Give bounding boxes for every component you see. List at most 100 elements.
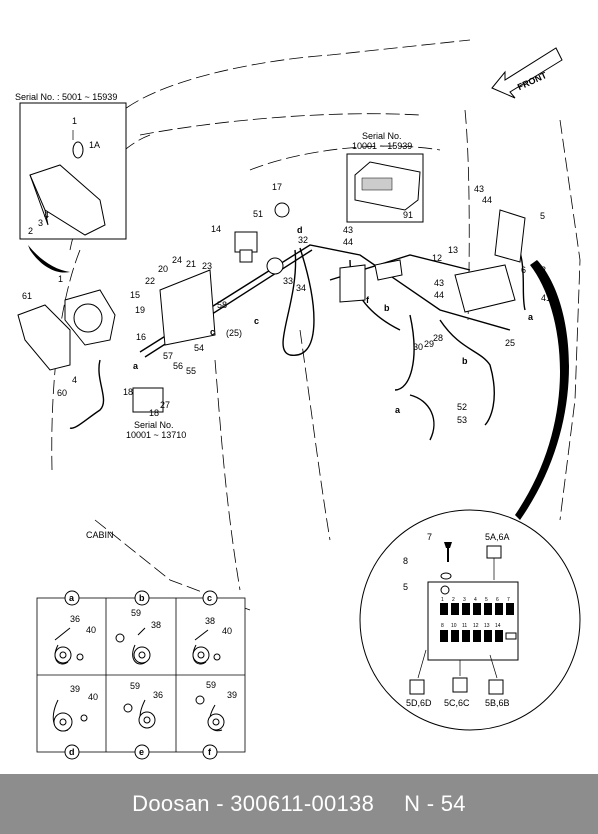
callout: 60 xyxy=(57,388,67,398)
callout: 30 xyxy=(413,342,423,352)
grid-part: 38 xyxy=(205,616,215,626)
view-marker: f xyxy=(366,295,370,305)
callout: 41 xyxy=(541,293,551,303)
view-marker: a xyxy=(395,405,401,415)
fuse-number: 6 xyxy=(496,597,499,603)
fuse-number: 3 xyxy=(463,597,466,603)
callout-arc-fuse xyxy=(515,260,570,520)
radio-part: 91 xyxy=(403,210,413,220)
fuse-number: 7 xyxy=(507,597,510,603)
view-marker: d xyxy=(297,225,303,235)
grid-marker-a: a xyxy=(69,593,75,603)
fuse-callout-7: 7 xyxy=(427,532,432,542)
fuse-bottom-label: 5C,6C xyxy=(444,698,470,708)
fuse-number: 14 xyxy=(495,623,501,629)
grid-marker-b: b xyxy=(139,593,145,603)
fuse-callout-5: 5 xyxy=(403,582,408,592)
inset-18-part-a: 27 xyxy=(160,400,170,410)
fuse-number: 8 xyxy=(441,623,444,629)
view-marker: b xyxy=(462,356,468,366)
parts-diagram: Serial No. : 5001 ~ 15939 1 1A 4 3 2 Ser… xyxy=(15,39,581,760)
grid-part: 40 xyxy=(86,625,96,635)
grid-marker-e: e xyxy=(139,747,144,757)
callout: 53 xyxy=(457,415,467,425)
callout: 15 xyxy=(130,290,140,300)
grid-part: 40 xyxy=(88,692,98,702)
lamp-part-4: 4 xyxy=(44,210,49,220)
view-marker: b xyxy=(384,303,390,313)
page-footer: Doosan - 300611-00138 N - 54 xyxy=(0,774,598,834)
fuse-bottom-label: 5B,6B xyxy=(485,698,510,708)
callout: 32 xyxy=(298,235,308,245)
inset-18-serial-1: Serial No. xyxy=(134,420,174,430)
view-marker: c xyxy=(254,316,259,326)
grid-part: 36 xyxy=(70,614,80,624)
callout: 29 xyxy=(424,339,434,349)
view-marker: c xyxy=(210,327,215,337)
view-marker: a xyxy=(133,361,139,371)
grid-part: 59 xyxy=(206,680,216,690)
callout: 58 xyxy=(217,300,227,310)
grid-part: 59 xyxy=(130,681,140,691)
grid-marker-c: c xyxy=(207,593,212,603)
callout: 61 xyxy=(22,291,32,301)
callout: 51 xyxy=(253,209,263,219)
fuse-number: 4 xyxy=(474,597,477,603)
grid-marker-f: f xyxy=(208,747,212,757)
callout: 57 xyxy=(163,351,173,361)
fuse-number: 2 xyxy=(452,597,455,603)
inset-18-callout: 18 xyxy=(123,387,133,397)
callout: 23 xyxy=(202,261,212,271)
lamp-part-3: 3 xyxy=(38,218,43,228)
callout: 25 xyxy=(505,338,515,348)
main-components xyxy=(17,202,526,371)
callout: 4 xyxy=(72,375,77,385)
inset-lamp-serial: Serial No. : 5001 ~ 15939 xyxy=(15,92,117,102)
callout: (25) xyxy=(226,328,242,338)
part-callouts: 1 61 4 60 16 15 19 22 20 24 21 23 58 57 … xyxy=(22,182,551,425)
front-arrow: FRONT xyxy=(491,47,563,99)
callout: 12 xyxy=(432,253,442,263)
fuse-detail: 7 8 5 5A,6A 5D,6D 5C,6C 5B,6B 1 2 3 4 5 … xyxy=(359,509,581,731)
inset-18-part-b: 18 xyxy=(149,408,159,418)
callout: 6 xyxy=(521,265,526,275)
callout: 22 xyxy=(145,276,155,286)
callout: 44 xyxy=(434,290,444,300)
inset-radio: Serial No. 10001 ~ 15939 91 xyxy=(346,131,424,223)
callout: 44 xyxy=(343,237,353,247)
radio-serial-1: Serial No. xyxy=(362,131,402,141)
fuse-number: 12 xyxy=(473,623,479,629)
grid-part: 39 xyxy=(70,684,80,694)
lamp-bulb-label: 1A xyxy=(89,140,100,150)
callout: 5 xyxy=(540,211,545,221)
callout: 17 xyxy=(272,182,282,192)
callout: 21 xyxy=(186,259,196,269)
callout: 19 xyxy=(135,305,145,315)
grid-part: 59 xyxy=(131,608,141,618)
callout: 20 xyxy=(158,264,168,274)
fuse-row-2 xyxy=(440,630,517,642)
grid-marker-d: d xyxy=(69,747,75,757)
callout: 52 xyxy=(457,402,467,412)
view-markers: a c c d f b a b a xyxy=(133,225,534,415)
callout: 24 xyxy=(172,255,182,265)
fuse-row-1 xyxy=(440,603,514,615)
fuse-callout-8: 8 xyxy=(403,556,408,566)
radio-serial-2: 10001 ~ 15939 xyxy=(352,141,412,151)
grid-part: 39 xyxy=(227,690,237,700)
callout: 1 xyxy=(58,274,63,284)
fuse-bottom-label: 5D,6D xyxy=(406,698,432,708)
callout: 28 xyxy=(433,333,443,343)
callout: 33 xyxy=(283,276,293,286)
detail-grid: a 36 40 b 59 38 c 38 40 d 39 40 e xyxy=(36,590,246,760)
callout: 13 xyxy=(448,245,458,255)
callout: 54 xyxy=(194,343,204,353)
callout: 34 xyxy=(296,283,306,293)
grid-part: 40 xyxy=(222,626,232,636)
callout-arc-lamp xyxy=(28,245,70,273)
inset-lamp: Serial No. : 5001 ~ 15939 1 1A 4 3 2 xyxy=(15,92,127,240)
callout: 44 xyxy=(482,195,492,205)
fuse-number: 5 xyxy=(485,597,488,603)
callout: 56 xyxy=(173,361,183,371)
fuse-number: 11 xyxy=(462,623,467,629)
